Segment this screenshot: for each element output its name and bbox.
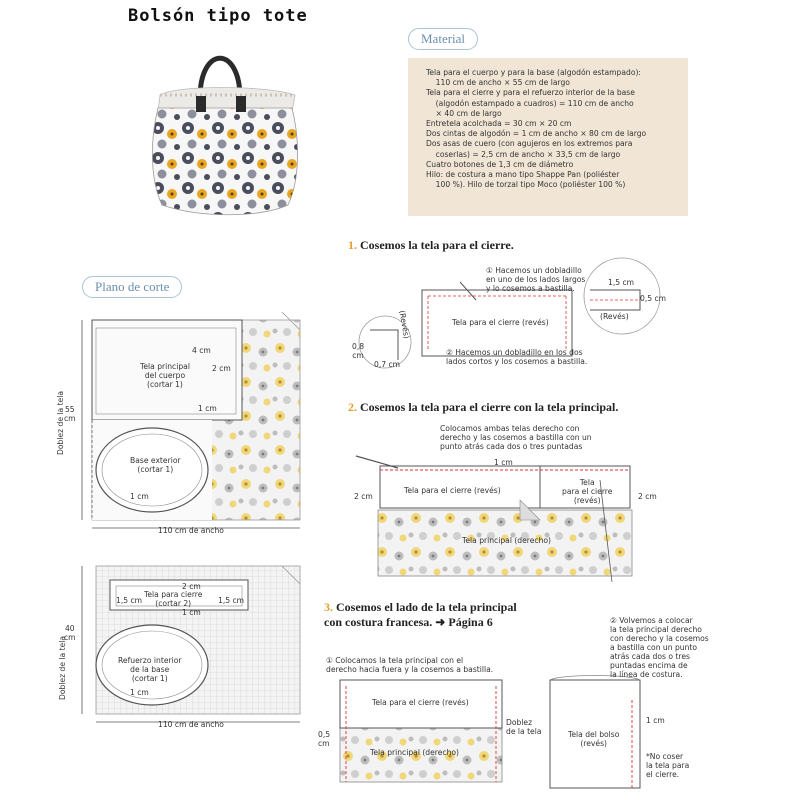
step2-number: 2. (348, 400, 357, 414)
step1-note-b: ② Hacemos un dobladillo en los dos lados… (446, 348, 588, 366)
cutting-layout-2 (81, 565, 301, 723)
step1-note-a: ① Hacemos un dobladillo en uno de los la… (486, 266, 586, 293)
p2-cm1a: 1 cm (182, 608, 201, 617)
step2-cm1: 1 cm (494, 458, 513, 467)
step3-body: Tela del bolso (revés) (568, 730, 620, 748)
step1-illustration (358, 257, 661, 369)
p1-cm2: 2 cm (212, 364, 231, 373)
step3-note-a: ① Colocamos la tela principal con el der… (326, 656, 494, 674)
step1-m07: 0,7 cm (374, 360, 401, 369)
step2-cm2a: 2 cm (354, 492, 373, 501)
material-list: Tela para el cuerpo y para la base (algo… (408, 58, 688, 216)
material-line: (algodón estampado a cuadros) = 110 cm d… (426, 98, 634, 108)
material-line: Dos cintas de algodón = 1 cm de ancho × … (426, 129, 647, 139)
p2-width: 110 cm de ancho (158, 720, 224, 729)
material-line: × 40 cm de largo (426, 108, 502, 118)
p2-fold: Doblez de la tela (58, 636, 67, 700)
step3-nosew: *No coser la tela para el cierre. (646, 752, 690, 779)
material-line: 110 cm de ancho × 55 cm de largo (426, 78, 570, 88)
p1-fold: Doblez de la tela (56, 391, 65, 455)
material-tab: Material (408, 28, 479, 50)
step2-title: Cosemos la tela para el cierre con la te… (360, 400, 619, 414)
step2-heading: 2. Cosemos la tela para el cierre con la… (348, 400, 618, 415)
step2-note: Colocamos ambas telas derecho con derech… (440, 424, 592, 451)
step2-illustration (355, 455, 633, 583)
step1-m15: 1,5 cm (608, 278, 635, 287)
p1-width: 110 cm de ancho (158, 526, 224, 535)
p2-cm1b: 1 cm (130, 688, 149, 697)
plano-tab: Plano de corte (82, 276, 183, 298)
step3-fabric-a: Tela para el cierre (revés) (372, 698, 469, 707)
step3-note-b: ② Volvemos a colocar la tela principal d… (610, 616, 709, 679)
step2-cm2b: 2 cm (638, 492, 657, 501)
step2-fabric-b: Tela para el cierre (revés) (562, 478, 613, 505)
material-line: Dos asas de cuero (con agujeros en los e… (426, 139, 633, 149)
p2-cm15b: 1,5 cm (218, 596, 245, 605)
p1-piece-b: Base exterior (cortar 1) (130, 456, 181, 474)
step1-fabric: Tela para el cierre (revés) (452, 318, 549, 327)
p2-piece-b: Refuerzo interior de la base (cortar 1) (118, 656, 182, 683)
material-line: Hilo: de costura a mano tipo Shappe Pan … (426, 170, 620, 180)
step3-cm05: 0,5 cm (318, 730, 331, 748)
step3-illustration (339, 675, 641, 789)
cutting-layout-1 (81, 311, 301, 529)
step3-fabric-main: Tela principal (derecho) (370, 748, 460, 757)
material-line: Entretela acolchada = 30 cm × 20 cm (426, 119, 572, 129)
p2-height: 40 cm (64, 624, 76, 642)
p1-cm1a: 1 cm (198, 404, 217, 413)
step1-reves-b: (Revés) (600, 312, 629, 321)
step3-cm1: 1 cm (646, 716, 665, 725)
p2-cm15a: 1,5 cm (116, 596, 143, 605)
p2-cm2: 2 cm (182, 582, 201, 591)
p1-piece-a: Tela principal del cuerpo (cortar 1) (140, 362, 190, 389)
step2-fabric-main: Tela principal (derecho) (462, 536, 552, 545)
step3-fold: Doblez de la tela (506, 718, 542, 736)
p1-cm4: 4 cm (192, 346, 211, 355)
material-line: 100 %). Hilo de torzal tipo Moco (poliés… (426, 180, 626, 190)
material-line: Tela para el cuerpo y para la base (algo… (426, 68, 641, 77)
p1-height: 55 cm (64, 405, 76, 423)
step3-number: 3. (324, 600, 333, 614)
step3-heading: 3. Cosemos el lado de la tela principal … (324, 600, 517, 630)
material-line: Cuatro botones de 1,3 cm de diámetro (426, 159, 574, 169)
material-line: coserlas) = 2,5 cm de ancho × 33,5 cm de… (426, 149, 621, 159)
step1-title: Cosemos la tela para el cierre. (360, 238, 514, 252)
page-title: Bolsón tipo tote (128, 6, 308, 26)
step1-m08: 0,8 cm (352, 342, 365, 360)
p2-piece-a: Tela para cierre (cortar 2) (144, 590, 203, 608)
material-line: Tela para el cierre y para el refuerzo i… (426, 88, 635, 98)
tote-bag-illustration (152, 55, 298, 216)
step1-heading: 1. Cosemos la tela para el cierre. (348, 238, 514, 253)
step3-title: Cosemos el lado de la tela principal con… (324, 600, 517, 629)
p1-cm1b: 1 cm (130, 492, 149, 501)
step1-number: 1. (348, 238, 357, 252)
step1-m05: 0,5 cm (640, 294, 667, 303)
step2-fabric-a: Tela para el cierre (revés) (404, 486, 501, 495)
